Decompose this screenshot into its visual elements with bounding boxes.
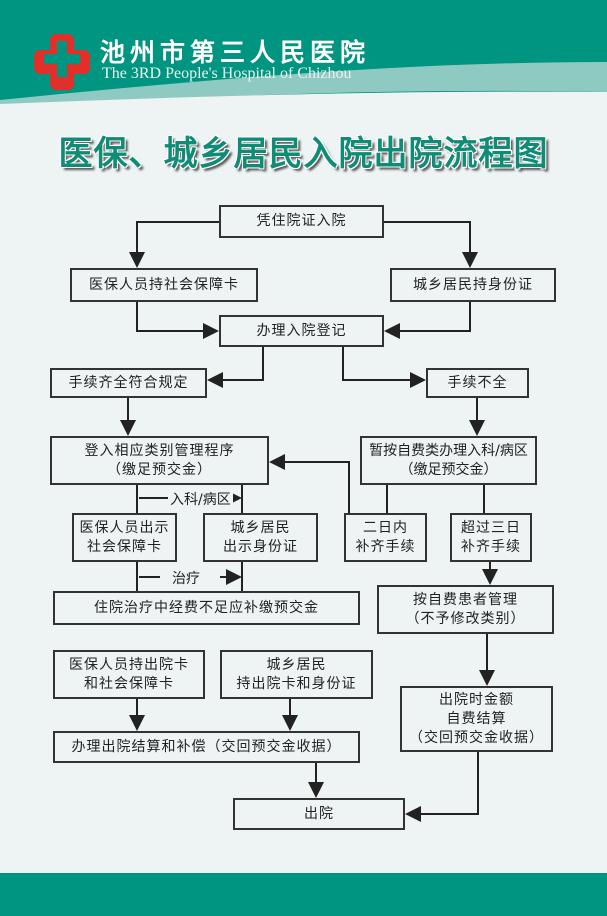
node-text: 医保人员持社会保障卡 bbox=[89, 276, 239, 293]
node-text: 补齐手续 bbox=[461, 538, 521, 555]
node-enter-category: 登入相应类别管理程序 （缴足预交金） bbox=[50, 436, 269, 485]
node-text: 手续不全 bbox=[447, 374, 508, 391]
node-text: （交回预交金收据） bbox=[409, 729, 544, 746]
footer-band bbox=[0, 873, 607, 916]
hospital-name-en: The 3RD People's Hospital of Chizhou bbox=[102, 65, 352, 82]
node-text: 按自费患者管理 bbox=[413, 591, 518, 608]
node-resident-discharge: 城乡居民持出院卡和身份证 bbox=[220, 650, 373, 699]
node-text: 医保人员出示 bbox=[79, 519, 170, 536]
node-text: （缴足预交金） bbox=[107, 461, 212, 478]
node-complete: 手续齐全符合规定 bbox=[50, 368, 207, 398]
node-self-pay-manage: 按自费患者管理 （不予修改类别） bbox=[377, 585, 554, 634]
node-top-up: 住院治疗中经费不足应补缴预交金 bbox=[53, 591, 360, 625]
node-text: 二日内 bbox=[363, 519, 408, 536]
node-text: 超过三日 bbox=[461, 519, 521, 536]
node-discharge: 出院 bbox=[233, 798, 405, 830]
node-text: 出院 bbox=[304, 805, 334, 822]
node-within-two-days: 二日内补齐手续 bbox=[344, 513, 427, 562]
node-text: 手续齐全符合规定 bbox=[68, 374, 189, 391]
header-banner bbox=[0, 0, 607, 110]
page-title: 医保、城乡居民入院出院流程图 bbox=[58, 134, 549, 174]
node-text: 办理入院登记 bbox=[256, 322, 347, 339]
node-text: 自费结算 bbox=[446, 710, 507, 727]
node-insured-discharge: 医保人员持出院卡和社会保障卡 bbox=[53, 650, 205, 699]
node-insured-card: 医保人员持社会保障卡 bbox=[70, 268, 258, 302]
node-text: 办理出院结算和补偿（交回预交金收据） bbox=[71, 738, 342, 755]
node-settle: 办理出院结算和补偿（交回预交金收据） bbox=[53, 731, 360, 763]
node-resident-show: 城乡居民出示身份证 bbox=[203, 513, 318, 562]
node-text: （缴足预交金） bbox=[399, 461, 498, 478]
label-ward: 入科/病区 bbox=[168, 489, 233, 509]
node-resident-id: 城乡居民持身份证 bbox=[390, 268, 556, 302]
node-text: 住院治疗中经费不足应补缴预交金 bbox=[94, 599, 319, 616]
node-text: 城乡居民 bbox=[266, 656, 327, 673]
node-admit-cert: 凭住院证入院 bbox=[219, 205, 384, 238]
node-text: 社会保障卡 bbox=[87, 538, 162, 555]
node-self-pay-temp: 暂按自费类办理入科/病区 （缴足预交金） bbox=[360, 436, 537, 485]
node-text: 登入相应类别管理程序 bbox=[84, 442, 235, 459]
node-register: 办理入院登记 bbox=[219, 315, 384, 347]
node-text: 和社会保障卡 bbox=[84, 675, 174, 692]
node-text: （不予修改类别） bbox=[405, 610, 526, 627]
hospital-name-cn: 池州市第三人民医院 bbox=[100, 38, 371, 67]
node-text: 城乡居民 bbox=[230, 519, 291, 536]
node-text: 持出院卡和身份证 bbox=[236, 675, 357, 692]
node-text: 医保人员持出院卡 bbox=[69, 656, 189, 673]
label-treatment: 治疗 bbox=[170, 568, 202, 588]
node-insured-show: 医保人员出示社会保障卡 bbox=[72, 513, 177, 562]
node-incomplete: 手续不全 bbox=[426, 368, 529, 398]
node-text: 城乡居民持身份证 bbox=[413, 276, 533, 293]
node-over-three-days: 超过三日补齐手续 bbox=[450, 513, 532, 562]
node-text: 出示身份证 bbox=[223, 538, 298, 555]
hospital-logo-icon bbox=[34, 34, 90, 90]
node-self-settle: 出院时金额自费结算 （交回预交金收据） bbox=[400, 686, 553, 752]
node-text: 出院时金额 bbox=[439, 691, 514, 708]
node-text: 补齐手续 bbox=[355, 538, 416, 555]
node-text: 凭住院证入院 bbox=[256, 213, 347, 229]
node-text: 暂按自费类办理入科/病区 bbox=[369, 442, 528, 459]
